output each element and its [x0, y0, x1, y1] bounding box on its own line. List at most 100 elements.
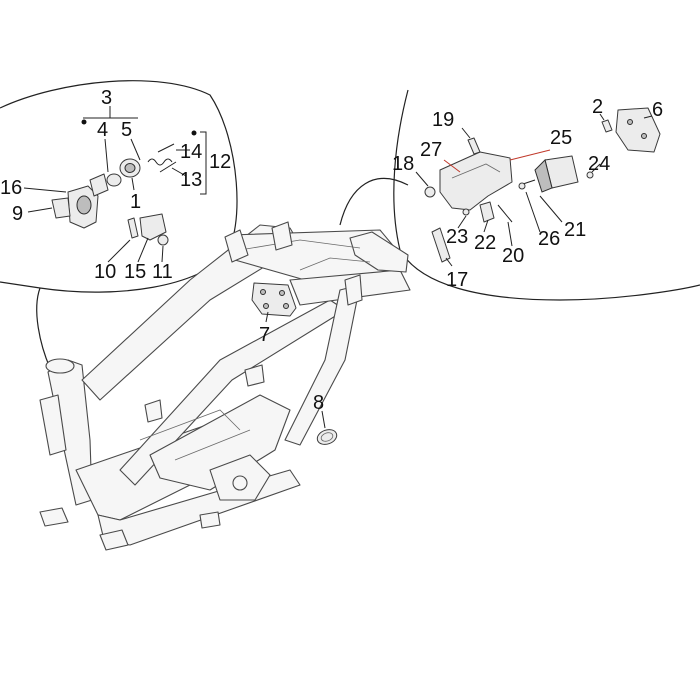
part-3-cylinder — [89, 173, 109, 197]
part-13-leader — [171, 167, 187, 177]
part-21-leader — [539, 195, 563, 223]
part-16-leader — [23, 187, 67, 193]
part-6-hole-1 — [627, 119, 633, 125]
callout-24: 24 — [588, 153, 610, 175]
part-4-ring — [106, 173, 122, 187]
part-17-leader — [445, 257, 453, 267]
part-20-rod — [497, 204, 513, 223]
part-7-hole-3 — [263, 303, 269, 309]
part-23-leader — [457, 215, 467, 229]
group-3-dot — [81, 119, 87, 125]
part-18-nut — [424, 186, 436, 198]
callout-21: 21 — [564, 219, 586, 241]
frame-tab-5 — [271, 221, 293, 251]
frame-tab-8 — [244, 364, 265, 387]
right-detail-bubble — [339, 89, 700, 301]
callout-2: 2 — [592, 96, 603, 118]
part-7-hole-2 — [279, 290, 285, 296]
part-8-ring — [316, 429, 338, 445]
callout-17: 17 — [446, 269, 468, 291]
part-16-hub — [76, 195, 92, 215]
part-9-clip — [51, 197, 71, 219]
scooter-frame — [39, 221, 411, 551]
frame-crossmember-2 — [174, 429, 251, 461]
part-11-nut — [157, 234, 169, 246]
callout-20: 20 — [502, 245, 524, 267]
right-bubble-tail — [339, 177, 409, 226]
part-9-leader — [27, 207, 53, 213]
callout-5: 5 — [121, 119, 132, 141]
part-19-leader — [461, 127, 471, 139]
frame-tab-4 — [224, 229, 249, 263]
part-11-leader — [161, 245, 164, 263]
frame-tab-1 — [39, 507, 69, 527]
callout-23: 23 — [446, 226, 468, 248]
part-26-washer — [518, 182, 526, 190]
part-24-leader — [591, 163, 601, 173]
callout-10: 10 — [94, 261, 116, 283]
part-19-bolt — [467, 137, 481, 155]
callout-26: 26 — [538, 228, 560, 250]
group-12-dot — [191, 130, 197, 136]
left-detail-bubble — [0, 80, 238, 369]
part-1-disc-core — [124, 163, 136, 173]
callout-9: 9 — [12, 203, 23, 225]
part-24-screw — [586, 171, 594, 179]
callout-6: 6 — [652, 99, 663, 121]
frame-tab-2 — [99, 529, 129, 551]
left-bubble-outline — [0, 80, 238, 293]
frame-engine-mount-hole — [232, 475, 248, 491]
part-8-ring-inner — [320, 432, 334, 442]
left-bubble-parts — [23, 106, 207, 263]
callout-18: 18 — [392, 153, 414, 175]
callout-11: 11 — [152, 261, 173, 283]
part-6-leader — [643, 115, 653, 119]
part-27-leader — [443, 159, 461, 173]
frame-rear-hoop — [349, 231, 409, 273]
part-13-pin — [159, 161, 177, 173]
part-10-bolt — [127, 217, 139, 239]
callout-7: 7 — [259, 324, 270, 346]
part-18-leader — [415, 171, 429, 187]
part-27-bracket — [439, 151, 513, 211]
right-bubble-outline — [393, 89, 700, 301]
part-23-pin — [462, 208, 470, 216]
part-22-leader — [483, 219, 489, 233]
frame-tab-6 — [344, 274, 363, 306]
callout-16: 16 — [0, 177, 22, 199]
callout-4: 4 — [97, 119, 108, 141]
frame-lower-rail-right — [149, 394, 291, 491]
callout-3: 3 — [101, 87, 112, 109]
part-15-leader — [137, 237, 149, 263]
part-14-pin — [157, 143, 175, 153]
part-17-bolt — [431, 227, 451, 263]
part-26-leader — [525, 191, 541, 233]
part-4-leader — [104, 138, 109, 173]
part-7-shape — [251, 282, 297, 317]
callout-25: 25 — [550, 127, 572, 149]
part-15-bracket — [139, 213, 167, 241]
part-20-leader — [507, 221, 513, 247]
part-2-leader — [599, 113, 605, 121]
part-25-end — [534, 159, 553, 193]
frame-tab-7 — [144, 399, 163, 423]
part-27-detail — [451, 163, 501, 179]
frame-head-tube-cap — [45, 358, 75, 374]
callout-12: 12 — [209, 151, 231, 173]
right-bubble-parts — [415, 107, 661, 267]
frame-tab-3 — [199, 511, 221, 529]
part-10-leader — [107, 239, 131, 263]
frame-front-bracket — [39, 394, 67, 456]
callout-1: 1 — [130, 191, 141, 213]
part-2-screw — [601, 119, 613, 133]
part-25-leader — [509, 149, 551, 161]
part-22-latch — [479, 201, 495, 223]
part-8-leader — [321, 410, 326, 429]
part-1-leader — [131, 177, 135, 191]
callout-27: 27 — [420, 139, 442, 161]
frame-crossmember-4 — [299, 257, 371, 271]
part-7-plate — [251, 282, 297, 323]
left-bubble-tail — [36, 287, 51, 369]
